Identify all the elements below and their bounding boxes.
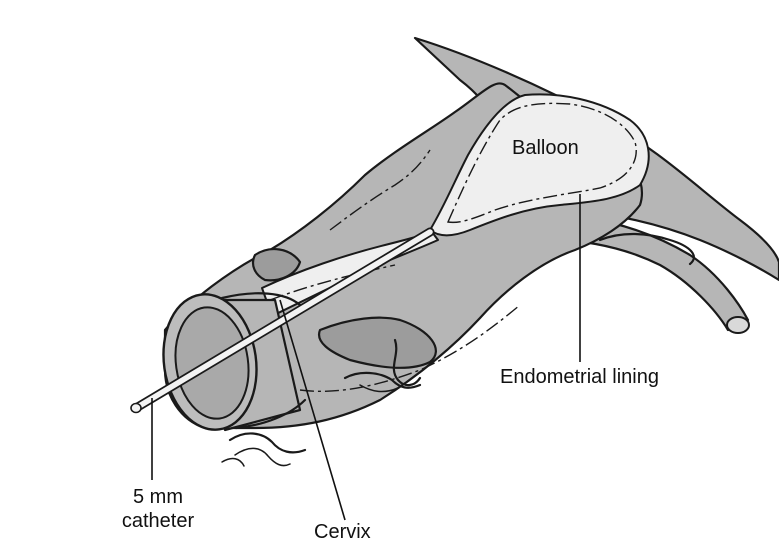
catheter-label-line1: 5 mm <box>112 485 204 509</box>
cervix-label: Cervix <box>314 520 371 544</box>
balloon-label: Balloon <box>512 136 579 160</box>
catheter-label-line2: catheter <box>112 509 204 533</box>
lower-vessels <box>222 433 305 466</box>
catheter-label: 5 mm catheter <box>112 485 204 533</box>
endometrial-lining-label: Endometrial lining <box>500 365 659 389</box>
